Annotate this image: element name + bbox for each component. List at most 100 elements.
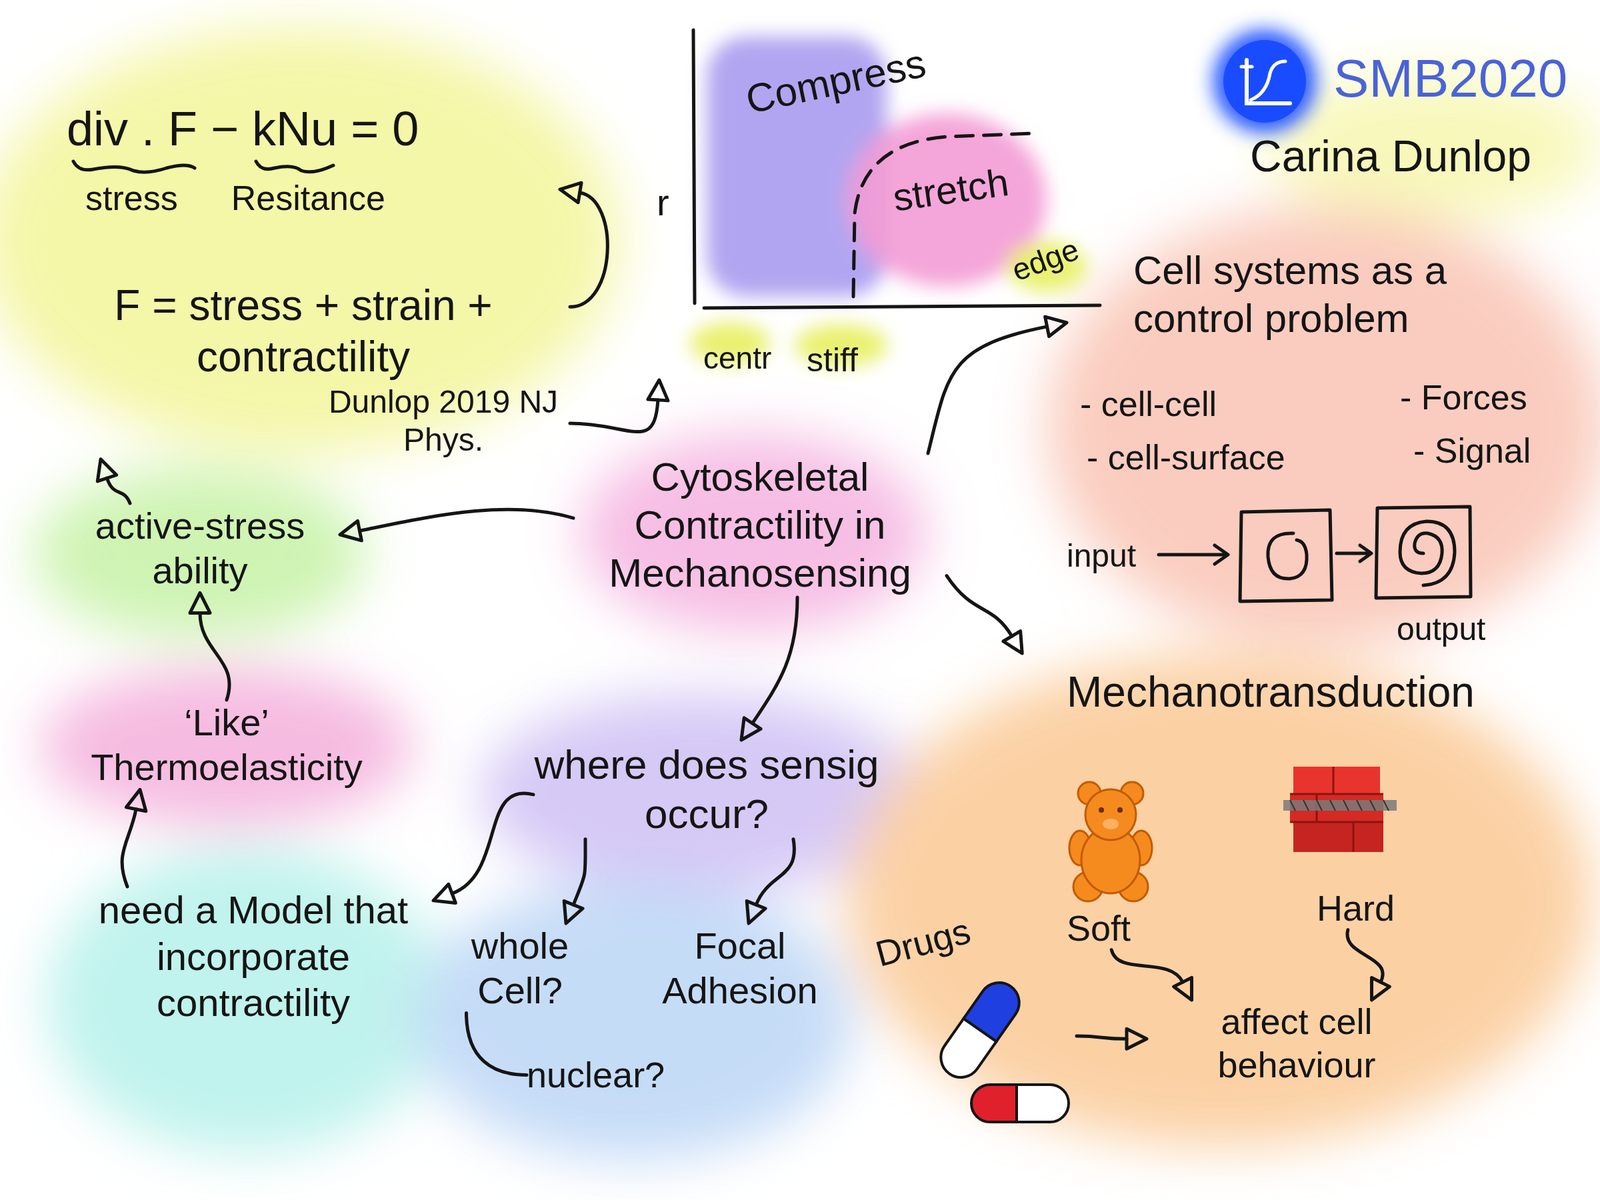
logo-disc (1223, 40, 1306, 123)
node-text: stiff (806, 340, 858, 380)
node-text: - Signal (1413, 430, 1531, 472)
brick (1283, 766, 1397, 852)
stiffness-curve (853, 133, 1035, 297)
connector-arrow (564, 839, 586, 924)
connector-arrow (190, 592, 230, 700)
node-text: Resitance (231, 177, 386, 219)
input-arrow (1158, 545, 1228, 564)
graph-axis (704, 305, 1100, 308)
connector-arrow (741, 597, 798, 740)
connector-line (928, 326, 1048, 454)
connector-arrow (1111, 950, 1192, 1000)
node-text: Compress (742, 39, 930, 124)
bear-eye (1098, 807, 1104, 813)
arrowhead (1372, 977, 1390, 1000)
node-text: stress (85, 177, 178, 219)
connector-line (122, 809, 136, 887)
node-text: - Forces (1400, 376, 1528, 418)
node-text: centr (703, 340, 772, 377)
option-note: Focal Adhesion (653, 923, 827, 1013)
underbraces (73, 161, 334, 172)
node-text: need a Model that incorporate contractil… (73, 886, 434, 1026)
stiffness-graph: Compressstretchrcentrstiffedge (640, 26, 1120, 380)
outcome-note: affect cell behaviour (1146, 1000, 1447, 1087)
bear-snout (1102, 818, 1119, 830)
connector-line (359, 509, 574, 531)
logo (1223, 40, 1306, 123)
connector-line (946, 576, 1012, 637)
node-text: div . F − kNu = 0 (66, 100, 560, 158)
between-arrow (1336, 545, 1372, 562)
logo-curve (1250, 61, 1286, 100)
arrowhead (433, 884, 456, 903)
arrowhead (560, 182, 582, 203)
node-text: Soft (1066, 906, 1131, 950)
arrowhead (97, 459, 116, 482)
control-problem-block: Cell systems as a control problem - cell-… (1066, 240, 1587, 654)
blob (46, 846, 447, 1154)
cell-sketch (1268, 533, 1307, 579)
connector-line (752, 597, 798, 724)
node-text: F = stress + strain + contractility (36, 280, 570, 383)
node-text: stretch (890, 158, 1012, 221)
node-text: - cell-cell (1080, 383, 1217, 425)
logo-tick (1241, 65, 1252, 69)
node-text: input (1066, 536, 1136, 576)
mechanotransduction-region: MechanotransductionSoftHardDrugsaffect c… (866, 653, 1574, 1120)
connector-arrow (1347, 930, 1390, 1000)
node-text: edge (1007, 231, 1084, 290)
pill-half (963, 974, 1027, 1042)
blob (846, 653, 1594, 1147)
connector-arrow (746, 839, 794, 924)
connector-arrow (466, 1012, 528, 1075)
blob (413, 880, 854, 1160)
node-text: active-stress ability (60, 503, 340, 593)
concept-note: need a Model that incorporate contractil… (73, 886, 434, 1026)
concept-note: active-stress ability (60, 503, 340, 593)
connector-line (452, 793, 534, 894)
arrowhead (1174, 977, 1192, 1000)
arrowhead (190, 592, 210, 613)
topic-title: Cytoskeletal Contractility in Mechanosen… (573, 453, 947, 598)
pill (971, 1084, 1069, 1122)
node-text: Cell systems as a control problem (1133, 246, 1574, 343)
conference-tag: SMB2020 (1333, 46, 1568, 111)
connector-line (1347, 930, 1383, 982)
connector-line (1076, 1036, 1127, 1039)
gummy-bear (1069, 782, 1152, 902)
option-note: nuclear? (526, 1053, 665, 1097)
control-diagram (1158, 506, 1471, 602)
arrowhead (340, 520, 362, 540)
blob (1046, 206, 1600, 647)
connector-line (1111, 950, 1183, 982)
brick-part (1293, 766, 1380, 794)
node-text: Drugs (871, 909, 976, 976)
pill (933, 974, 1028, 1085)
stimulus-label: Soft (1066, 906, 1131, 950)
arrowhead (1003, 631, 1022, 654)
connector-arrow (340, 509, 574, 541)
brick-rod-hatch (1290, 800, 1389, 811)
underbrace (73, 161, 195, 172)
arrowhead (746, 901, 766, 924)
node-text: - cell-surface (1086, 436, 1286, 478)
arrowhead (1126, 1028, 1147, 1049)
node-text: nuclear? (526, 1053, 665, 1097)
connector-arrow (946, 576, 1022, 654)
color-blobs (0, 26, 1600, 1160)
stimulus-label: Drugs (876, 933, 1077, 1120)
node-text: Dunlop 2019 NJ Phys. (316, 382, 570, 460)
connector-arrow (122, 789, 146, 887)
connector-line (466, 1012, 528, 1075)
connector-arrow (433, 793, 534, 904)
arrowhead (1045, 316, 1067, 336)
connector-arrow (570, 380, 668, 432)
node-text: Focal Adhesion (653, 923, 827, 1013)
blob (40, 666, 414, 827)
node-text: where does sensig occur? (533, 740, 880, 840)
cell-box (1240, 510, 1332, 602)
bear-eye (1117, 807, 1123, 813)
brick-part (1293, 822, 1384, 852)
connector-line (756, 839, 794, 905)
